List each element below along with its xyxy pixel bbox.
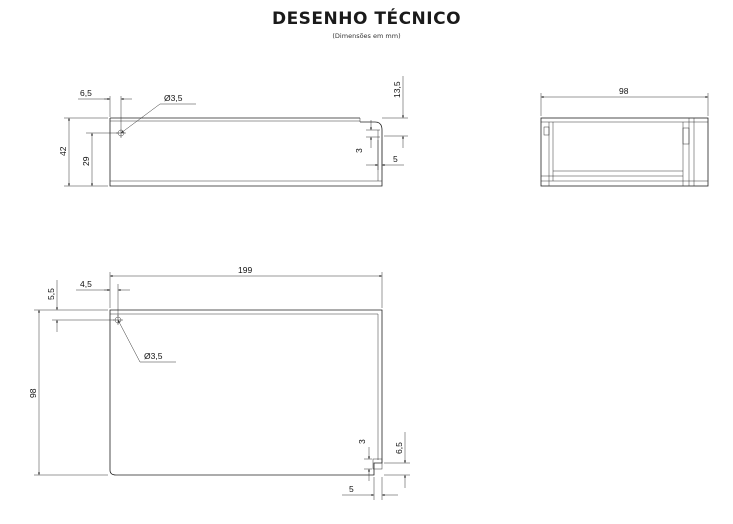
side-hole-offset-label: 6,5 — [80, 88, 92, 98]
top-width-label: 98 — [28, 388, 38, 398]
top-hole-diameter-label: Ø3,5 — [144, 351, 163, 361]
side-view-outline — [109, 118, 383, 187]
side-fold-label: 3 — [354, 148, 364, 153]
top-length-label: 199 — [238, 265, 252, 275]
drawing-subtitle: (Dimensões em mm) — [332, 32, 401, 40]
side-hole-diameter-label: Ø3,5 — [164, 93, 183, 103]
top-fold-height-label: 6,5 — [394, 442, 404, 454]
side-height-total-label: 42 — [58, 146, 68, 156]
end-width-label: 98 — [619, 86, 629, 96]
top-fold-width-label: 5 — [349, 484, 354, 494]
top-view-outline — [109, 309, 383, 476]
side-hole-height-label: 29 — [81, 156, 91, 166]
top-fold-label: 3 — [357, 439, 367, 444]
drawing-title: DESENHO TÉCNICO — [271, 9, 462, 29]
side-view: Ø3,5 6,5 42 29 13,5 3 5 — [58, 76, 408, 187]
top-hole-y-label: 5,5 — [46, 288, 56, 300]
end-view: 98 — [540, 86, 709, 187]
top-view: Ø3,5 199 4,5 5,5 98 3 6,5 — [28, 265, 410, 500]
top-hole-x-label: 4,5 — [80, 279, 92, 289]
side-flange-height-label: 13,5 — [392, 81, 402, 98]
side-fold-width-label: 5 — [393, 154, 398, 164]
